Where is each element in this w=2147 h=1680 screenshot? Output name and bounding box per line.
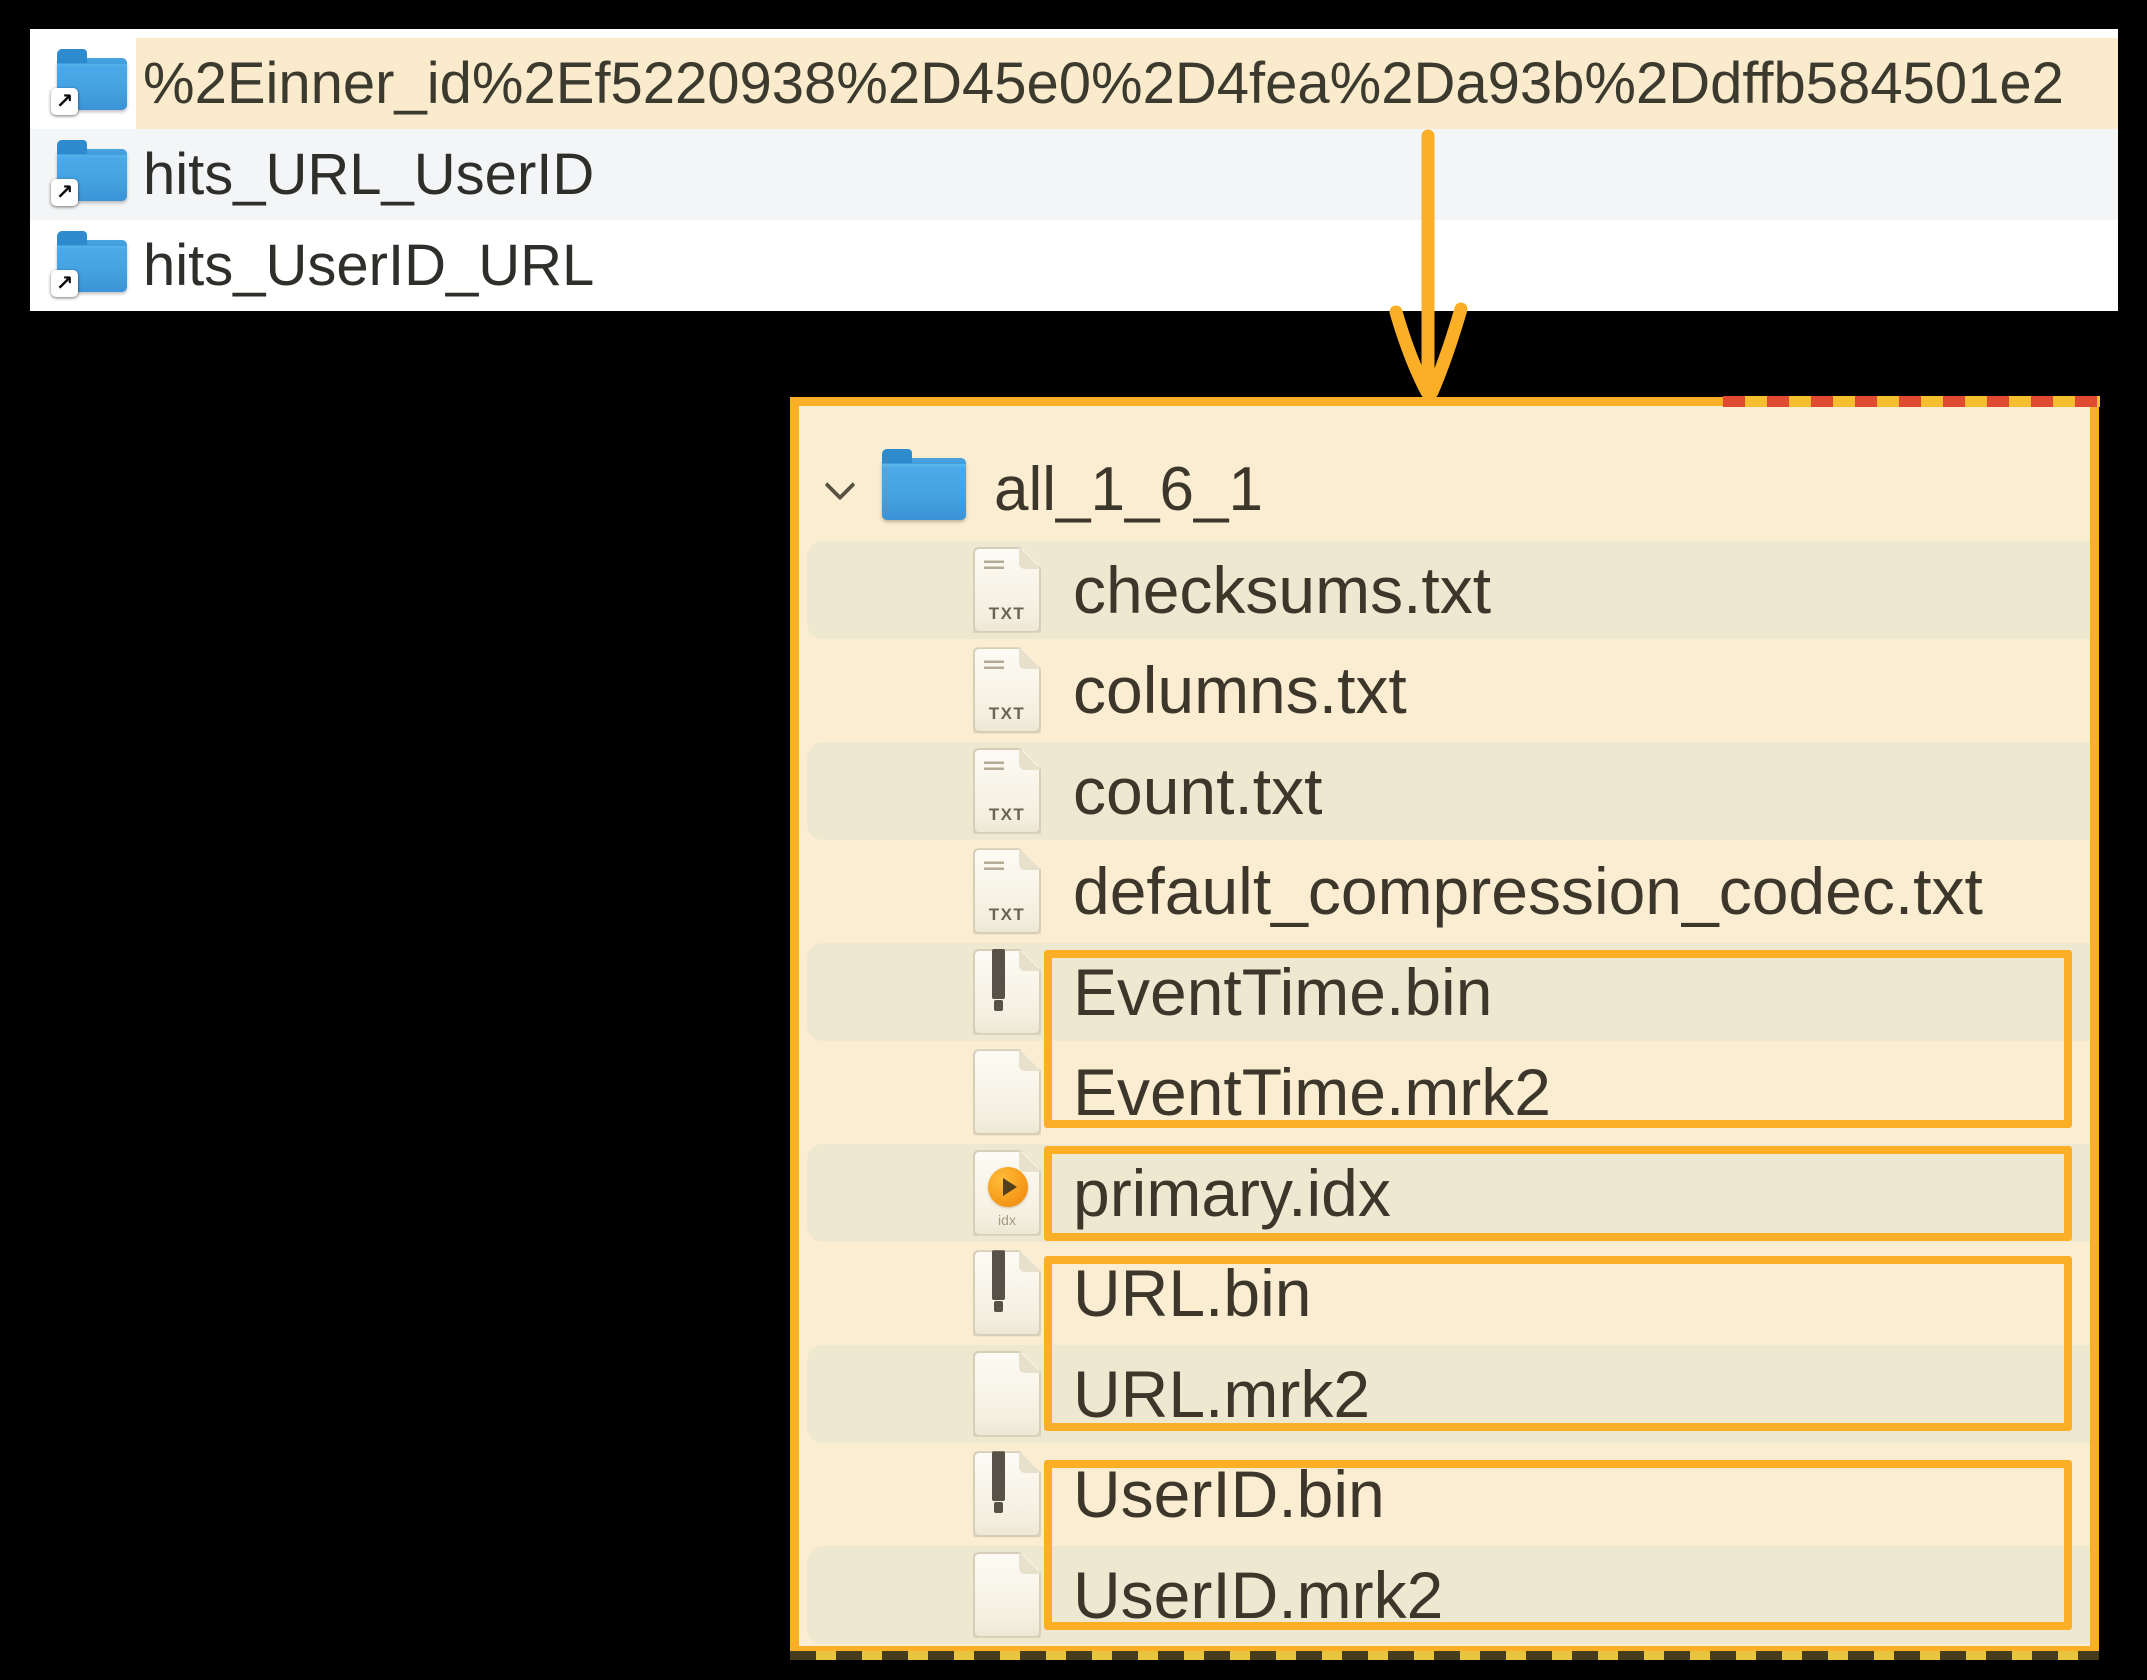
arrow-left-wing [1389,305,1434,399]
finder-row-selected[interactable]: ↗ %2Einner_id%2Ef5220938%2D45e0%2D4fea%2… [30,38,2118,129]
finder-row-label: hits_UserID_URL [143,233,595,298]
file-label: EventTime.mrk2 [1073,1055,1551,1130]
file-label: count.txt [1073,753,1323,828]
folder-alias-icon: ↗ [51,139,127,206]
tree-file-row[interactable]: EventTime.bin [799,942,2090,1043]
binary-file-icon [973,1451,1041,1537]
finder-row[interactable]: ↗ hits_URL_UserID [30,129,2118,220]
tree-file-row[interactable]: URL.mrk2 [799,1344,2090,1445]
folder-alias-icon: ↗ [51,230,127,297]
binary-file-icon [973,949,1041,1035]
selection-highlight [136,38,2118,129]
folder-icon [882,449,966,521]
file-label: EventTime.bin [1073,954,1493,1029]
txt-file-icon: TXT [973,647,1041,733]
file-label: checksums.txt [1073,552,1492,627]
arrow-right-wing [1425,302,1468,399]
file-label: UserID.mrk2 [1073,1557,1444,1632]
txt-file-icon: TXT [973,547,1041,633]
tree-file-row[interactable]: URL.bin [799,1243,2090,1344]
folder-alias-icon: ↗ [51,48,127,115]
tree-file-row[interactable]: idx primary.idx [799,1143,2090,1244]
tree-file-row[interactable]: TXT checksums.txt [799,540,2090,641]
dark-dashed-line-bottom [790,1651,2099,1660]
tree-file-row[interactable]: UserID.mrk2 [799,1545,2090,1646]
finder-row-label: hits_URL_UserID [143,142,595,207]
file-label: URL.mrk2 [1073,1356,1371,1431]
generic-file-icon [973,1351,1041,1437]
tree-file-row[interactable]: TXT count.txt [799,741,2090,842]
tree-file-row[interactable]: UserID.bin [799,1444,2090,1545]
finder-row[interactable]: ↗ hits_UserID_URL [30,220,2118,311]
txt-file-icon: TXT [973,748,1041,834]
file-label: URL.bin [1073,1256,1312,1331]
file-label: default_compression_codec.txt [1073,854,1983,929]
finder-list-panel: ↗ %2Einner_id%2Ef5220938%2D45e0%2D4fea%2… [30,29,2118,311]
file-label: columns.txt [1073,653,1407,728]
tree-file-row[interactable]: TXT default_compression_codec.txt [799,841,2090,942]
alias-arrow-icon: ↗ [51,178,78,206]
binary-file-icon [973,1250,1041,1336]
tree-file-row[interactable]: TXT columns.txt [799,640,2090,741]
generic-file-icon [973,1049,1041,1135]
chevron-down-icon[interactable] [823,472,857,506]
alias-arrow-icon: ↗ [51,87,78,115]
finder-row-label: %2Einner_id%2Ef5220938%2D45e0%2D4fea%2Da… [143,51,2064,116]
red-dashed-line-top [1723,396,2100,407]
data-part-tree-panel: all_1_6_1 TXT checksums.txt TXT columns.… [790,397,2099,1655]
tree-root-label: all_1_6_1 [994,454,1263,524]
tree-file-row[interactable]: EventTime.mrk2 [799,1042,2090,1143]
file-label: UserID.bin [1073,1457,1385,1532]
index-file-icon: idx [973,1150,1041,1236]
file-label: primary.idx [1073,1155,1391,1230]
generic-file-icon [973,1552,1041,1638]
txt-file-icon: TXT [973,848,1041,934]
alias-arrow-icon: ↗ [51,269,78,297]
tree-root-row[interactable]: all_1_6_1 [799,439,2090,540]
